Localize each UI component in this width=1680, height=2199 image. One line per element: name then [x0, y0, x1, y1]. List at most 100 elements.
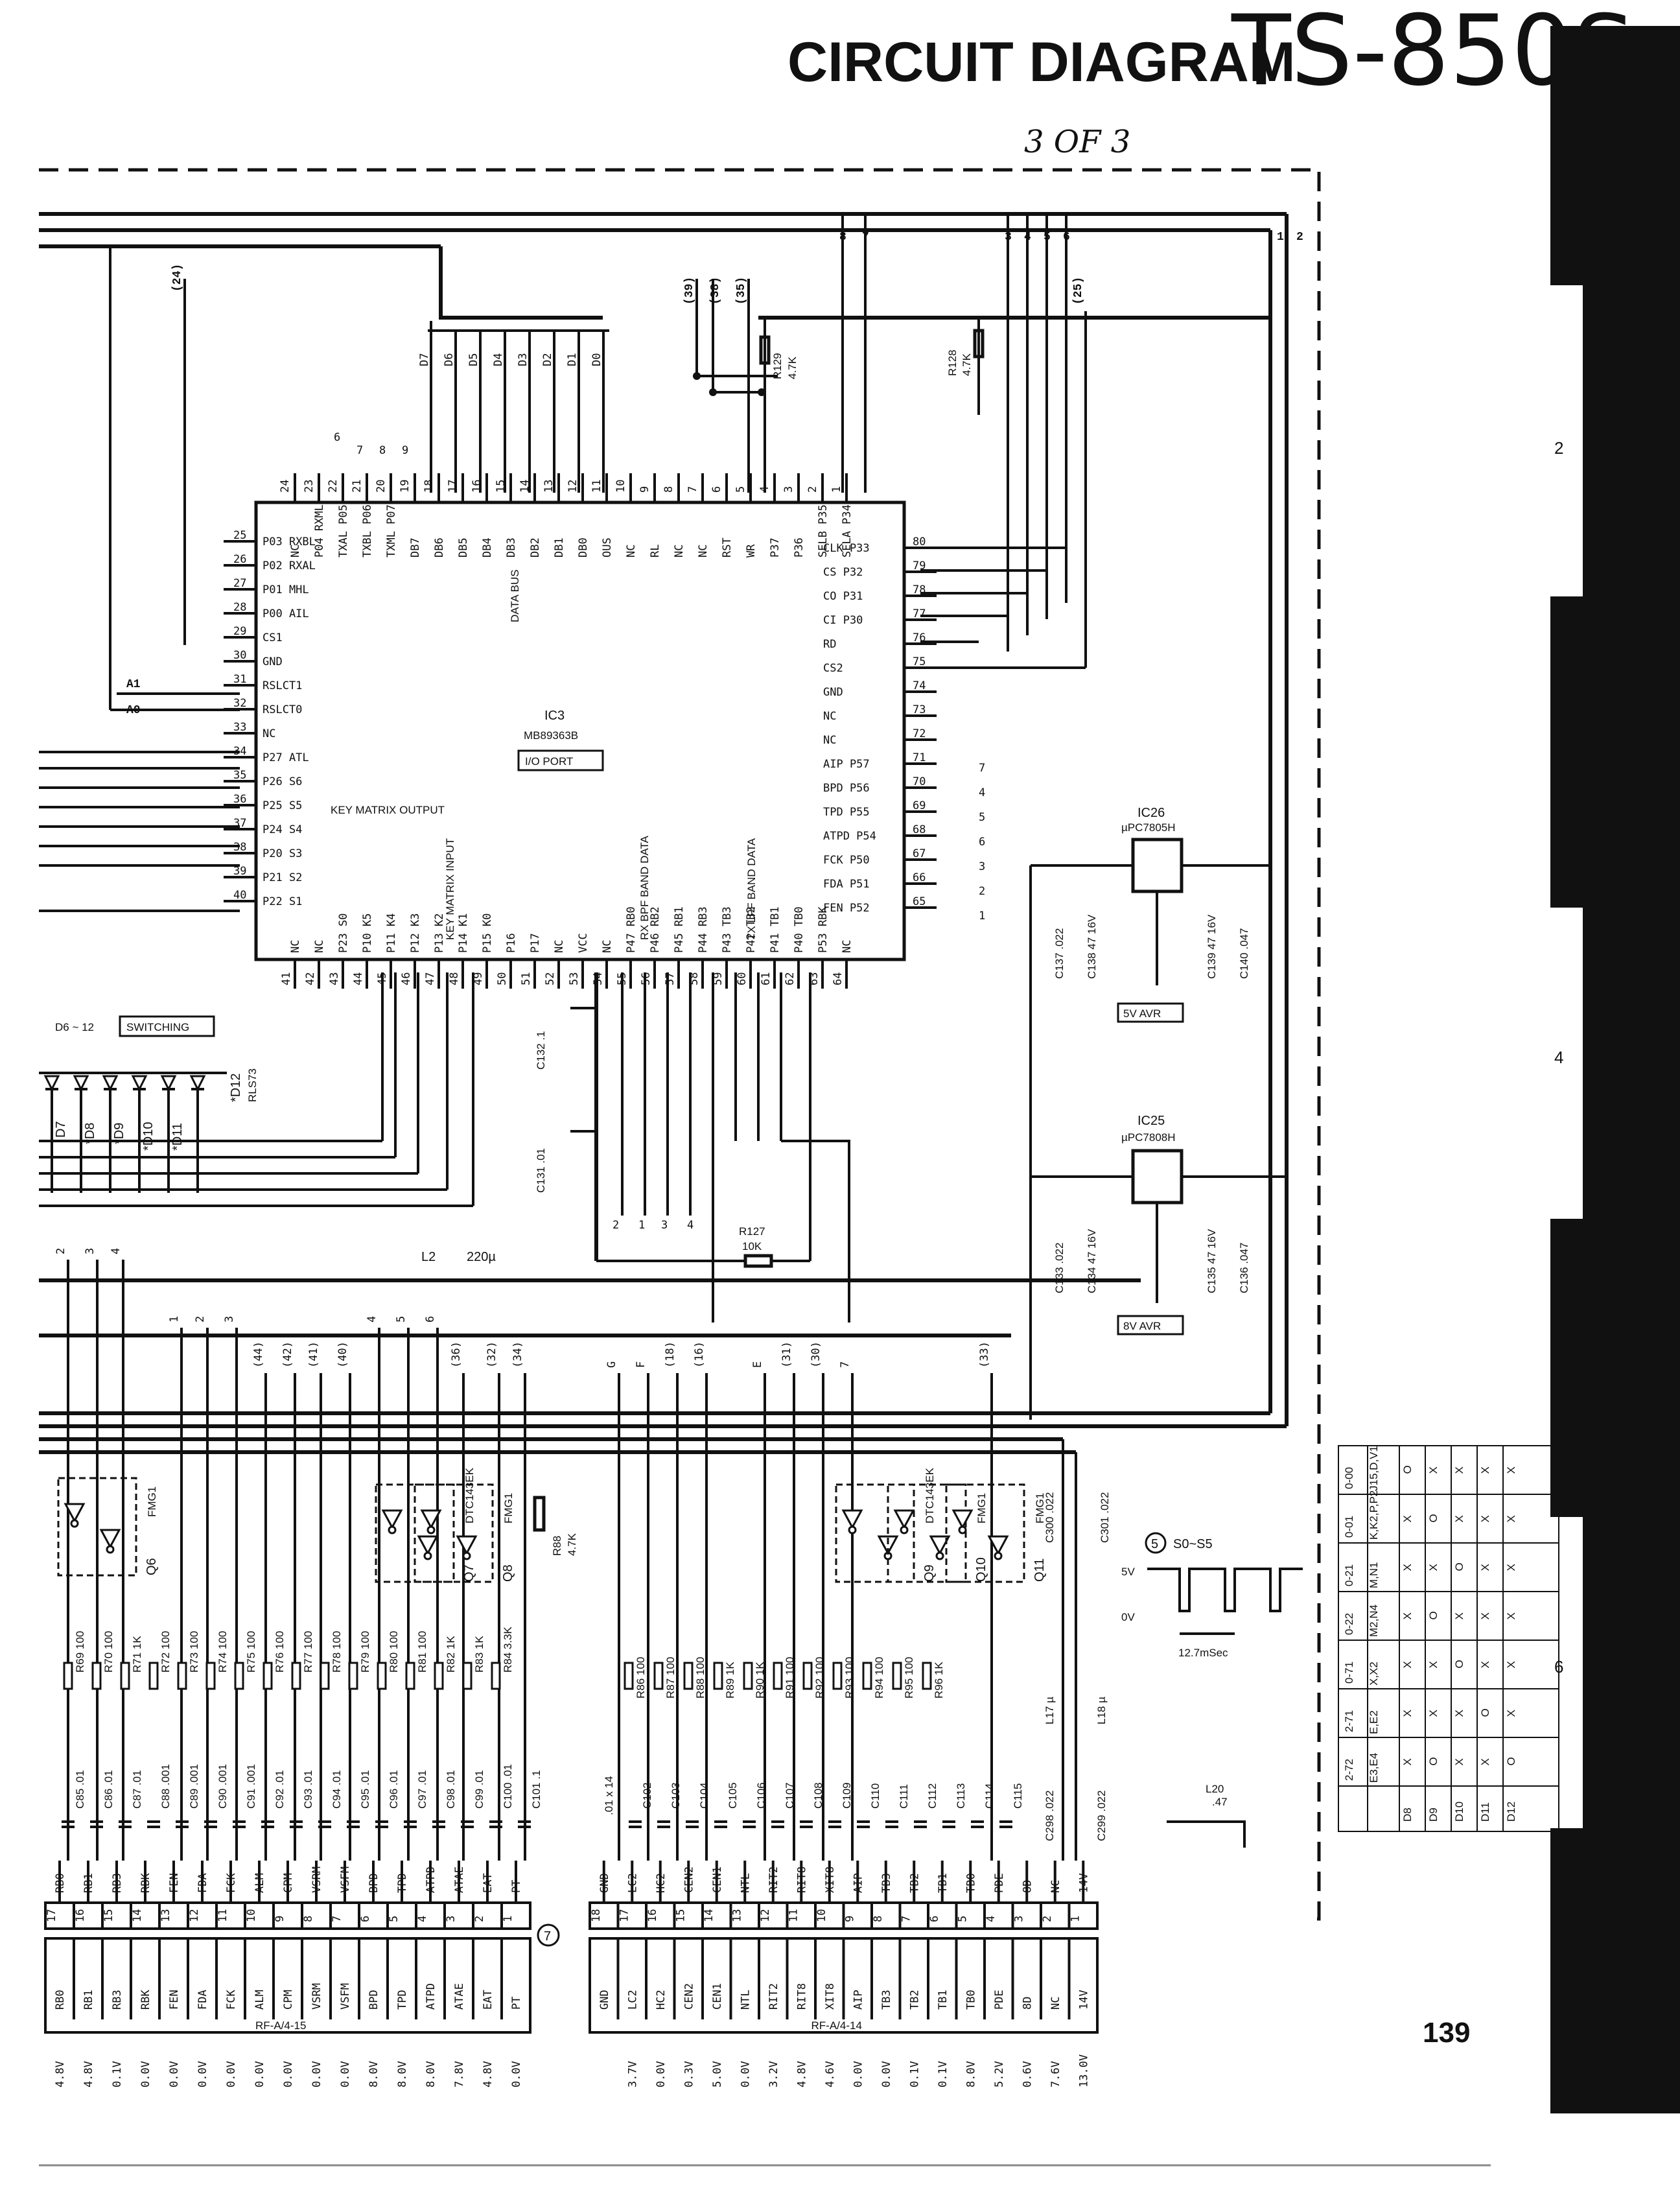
connector-voltage: 0.0V [168, 2061, 181, 2087]
ic3-top-pin-num: 16 [471, 480, 484, 493]
truth-header: 2-71 [1343, 1710, 1355, 1732]
buffer-symbol [893, 1509, 915, 1530]
connector-voltage: 0.3V [682, 2061, 695, 2087]
mid-ref: 5 [395, 1316, 408, 1323]
right-cap: C115 [1012, 1783, 1024, 1809]
ic3-bottom-pin-num: 53 [568, 972, 581, 985]
truth-header: 0-21 [1343, 1564, 1355, 1586]
left-cap: C100 .01 [502, 1764, 514, 1809]
connector-voltage: 4.6V [824, 2061, 837, 2087]
ic3-left-pin-name: NC [262, 727, 275, 740]
right-port-wires: 7 4 5 6 3 2 1 [920, 547, 1086, 923]
c135: C135 47 16V [1206, 1229, 1218, 1293]
connector-signal: FEN [168, 1990, 181, 2010]
edge-mark-4: 4 [1554, 1048, 1563, 1067]
rport-ref-7: 7 [979, 762, 985, 775]
ic3-bottom-pin-num: 44 [352, 972, 365, 985]
ic3-bottom-pin-name: NC [841, 940, 854, 953]
connector-pin-num: 14 [131, 1909, 144, 1922]
c299: C299 .022 [1095, 1791, 1108, 1841]
right-cap: C112 [926, 1783, 939, 1809]
right-cap: C106 [755, 1782, 767, 1809]
right-resistor: R91 100 [784, 1657, 796, 1699]
ic3-left-pin-num: 27 [233, 577, 246, 590]
connector-pin-num: 3 [1012, 1916, 1025, 1922]
ic3-top-pin-name: TXBL P06 [361, 504, 374, 558]
ic3-top-pin-name: DB6 [433, 537, 446, 558]
connector-voltage: 8.0V [396, 2061, 409, 2087]
connector-signal: VSFM [339, 1983, 352, 2010]
ic3-top-pin-name: P04 RXML [313, 504, 326, 558]
ic3-bottom-pin-name: P45 RB1 [673, 906, 686, 953]
diode-symbol [131, 1075, 148, 1092]
right-resistor: R94 100 [873, 1657, 885, 1699]
left-resistor: R76 100 [274, 1631, 286, 1673]
ic3-right-pin-num: 72 [913, 727, 926, 740]
connector-pin-num: 12 [759, 1909, 772, 1922]
connector-pin-num: 1 [1069, 1916, 1082, 1922]
connector-voltage: 0.1V [937, 2061, 950, 2087]
left-cap: C85 .01 [74, 1770, 86, 1809]
bus-d3: D3 [517, 353, 530, 366]
switching-box: SWITCHING [126, 1021, 189, 1033]
ic3-bottom-pin-name: NC [601, 940, 614, 953]
l2-ref: L2 [421, 1250, 436, 1264]
left-cap: C101 .1 [530, 1770, 542, 1809]
connector-voltage: 0.0V [282, 2061, 295, 2087]
mid-ref: (31) [780, 1341, 793, 1368]
ic3-right-pin-name: FEN P52 [823, 902, 870, 915]
r128-ref: R128 [946, 349, 959, 376]
rx-ref-1: 1 [638, 1219, 645, 1232]
connector-voltage: 0.6V [1021, 2061, 1034, 2087]
connector-signal: CEN2 [682, 1983, 695, 2010]
connector-pin-num: 16 [74, 1909, 87, 1922]
ic3-left-pin-num: 26 [233, 553, 246, 566]
ic3-bottom-pin-name: P53 RBK [817, 906, 830, 953]
connector-voltage: 4.8V [482, 2061, 495, 2087]
transistor-part: DTC143EK [924, 1467, 936, 1523]
truth-row-label: D9 [1427, 1807, 1440, 1822]
left-resistor: R81 100 [416, 1631, 428, 1673]
ic3-key-output: KEY MATRIX OUTPUT [331, 804, 445, 816]
connector-pin-num: 10 [815, 1909, 828, 1922]
connector-signal: TB1 [937, 1990, 950, 2010]
left-resistor: R74 100 [216, 1631, 229, 1673]
ic3-top-pin-name: DB3 [505, 537, 518, 558]
ic3-top-pin-num: 9 [638, 486, 651, 493]
diode-d10: *D10 [141, 1122, 156, 1151]
buffer-symbol [420, 1509, 442, 1530]
ic3-left-pin-num: 30 [233, 649, 246, 662]
l20: L20 [1206, 1783, 1224, 1795]
connector-pin-num: 17 [45, 1909, 58, 1922]
connector-voltage: 7.6V [1049, 2061, 1062, 2087]
mid-ref: (42) [281, 1341, 294, 1368]
left-resistor: R70 100 [102, 1631, 115, 1673]
connector-signal: PT [510, 1997, 523, 2010]
ic3-right-pin-name: CO P31 [823, 590, 863, 603]
left-cap: C95 .01 [359, 1770, 371, 1809]
transistor-part: FMG1 [1034, 1493, 1046, 1523]
ic3-top-pin-num: 12 [566, 480, 579, 493]
r88: R88 4.7K [533, 1496, 578, 1556]
connector-signal: ATPD [425, 1983, 438, 2010]
ic3-right-pin-name: NC [823, 734, 836, 747]
bus-d2: D2 [541, 353, 554, 366]
ic3-left-pin-name: P22 S1 [262, 895, 302, 908]
l17: L17 µ [1044, 1697, 1056, 1724]
edge-mark-1: 1 [1554, 127, 1563, 147]
truth-cell: X [1479, 1515, 1491, 1522]
connector-signal: FDA [196, 1990, 209, 2010]
right-cap: C103 [670, 1782, 682, 1809]
r129-value: 4.7K [786, 356, 799, 379]
ic3-top-pin-num: 11 [590, 480, 603, 493]
ref-25: (25) [1072, 277, 1085, 305]
right-cap: C109 [841, 1782, 853, 1809]
buffer-symbol [877, 1535, 899, 1556]
truth-header: 0-22 [1343, 1613, 1355, 1635]
left-cap: C94 .01 [331, 1770, 343, 1809]
connector-voltage: 0.0V [225, 2061, 238, 2087]
ic3-left-pin-name: P25 S5 [262, 799, 302, 812]
truth-cell: X [1479, 1466, 1491, 1474]
ic25-label: 8V AVR [1123, 1320, 1161, 1332]
top-pin-ref-9: 9 [402, 444, 408, 457]
